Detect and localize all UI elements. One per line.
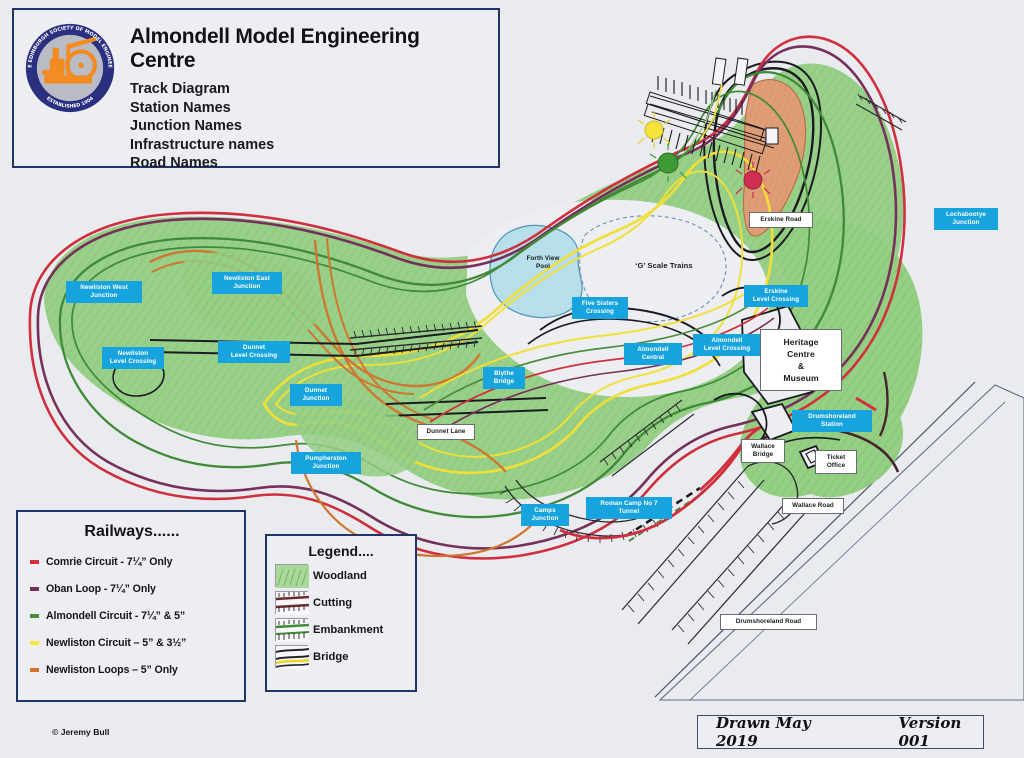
railway-key-row: Newliston Loops – 5” Only (30, 657, 234, 682)
railway-key-label: Newliston Circuit – 5” & 3½” (46, 636, 187, 649)
title-line-1: Station Names (130, 99, 231, 116)
map-label-wallace-bridge: Wallace Bridge (741, 439, 785, 464)
map-label-wallace-road: Wallace Road (782, 498, 844, 515)
railways-key-title: Railways...... (84, 523, 180, 540)
map-label-dunnet-lane: Dunnet Lane (417, 424, 475, 441)
title-line-0: Track Diagram (130, 81, 230, 97)
railway-colour-swatch (30, 586, 39, 591)
railways-key-box: Railways...... Comrie Circuit - 7¼” Only… (16, 510, 246, 702)
title-block: THE EDINBURGH SOCIETY OF MODEL ENGINEERS… (12, 8, 500, 171)
railway-colour-swatch (30, 640, 39, 645)
title-line-2: Junction Names (130, 118, 242, 134)
map-label-five-sisters-crossing: Five Sisters Crossing (572, 297, 628, 320)
map-label-drumshoreland-station: Drumshoreland Station (792, 410, 872, 433)
map-label-roman-camp-no-7-tunnel: Roman Camp No 7 Tunnel (586, 497, 672, 520)
map-label-dunnet-level-crossing: Dunnet Level Crossing (218, 341, 290, 364)
map-label-ticket-office: Ticket Office (815, 450, 857, 475)
legend-label: Bridge (313, 650, 349, 663)
copyright-notice: © Jeremy Bull (52, 727, 110, 737)
map-label-erskine-level-crossing: Erskine Level Crossing (744, 285, 808, 308)
railway-key-row: Oban Loop - 7¼” Only (30, 576, 234, 601)
railway-key-label: Newliston Loops – 5” Only (46, 663, 178, 676)
map-label-almondell-central: Almondell Central (624, 343, 682, 366)
map-label-almondell-level-crossing: Almondell Level Crossing (693, 334, 761, 357)
map-label-g-scale-trains: ‘G’ Scale Trains (635, 261, 693, 270)
map-label-drumshoreland-road: Drumshoreland Road (720, 614, 817, 631)
map-label-newliston-level-crossing: Newliston Level Crossing (102, 347, 164, 370)
map-label-heritage-centre-museum: Heritage Centre & Museum (760, 329, 842, 391)
railway-key-row: Almondell Circuit - 7¼” & 5” (30, 603, 234, 628)
map-label-forth-view-pool: Forth View Pool (526, 255, 560, 271)
map-label-erskine-road: Erskine Road (749, 212, 813, 229)
map-label-newliston-east-junction: Newliston East Junction (212, 272, 282, 295)
version-box: Drawn May 2019 Version 001 (697, 714, 984, 750)
railway-colour-swatch (30, 559, 39, 564)
legend-row: Cutting (275, 589, 407, 616)
railway-key-row: Comrie Circuit - 7¼” Only (30, 549, 234, 574)
railway-colour-swatch (30, 613, 39, 618)
version-number: Version 001 (898, 714, 962, 750)
railway-key-label: Comrie Circuit - 7¼” Only (46, 555, 173, 568)
woodland-swatch (275, 564, 309, 588)
drawn-date: Drawn May 2019 (716, 714, 811, 750)
map-label-lochabootye-junction: Lochabootye Junction (934, 208, 998, 231)
bridge-swatch (275, 645, 310, 669)
legend-label: Embankment (313, 623, 384, 636)
railway-key-label: Almondell Circuit - 7¼” & 5” (46, 609, 186, 622)
map-label-pumpherston-junction: Pumpherston Junction (291, 452, 361, 475)
legend-row: Woodland (275, 562, 407, 589)
legend-title: Legend.... (308, 543, 374, 559)
map-label-dunnet-junction: Dunnet Junction (290, 384, 342, 407)
legend-row: Bridge (275, 643, 407, 670)
railway-colour-swatch (30, 667, 39, 672)
legend-row: Embankment (275, 616, 407, 643)
title-line-3: Infrastructure names (130, 136, 275, 153)
title-line-4: Road Names (130, 155, 218, 171)
map-label-newliston-west-junction: Newliston West Junction (66, 281, 142, 304)
legend-label: Cutting (313, 596, 353, 609)
embankment-swatch (275, 618, 310, 642)
map-label-camps-junction: Camps Junction (521, 504, 569, 527)
legend-label: Woodland (313, 569, 367, 582)
cutting-swatch (275, 591, 310, 615)
map-label-blythe-bridge: Blythe Bridge (483, 367, 525, 390)
page-title: Almondell Model Engineering Centre (130, 25, 420, 72)
esme-society-logo: THE EDINBURGH SOCIETY OF MODEL ENGINEERS… (22, 18, 116, 114)
railway-key-row: Newliston Circuit – 5” & 3½” (30, 630, 234, 655)
railway-key-label: Oban Loop - 7¼” Only (46, 582, 156, 595)
